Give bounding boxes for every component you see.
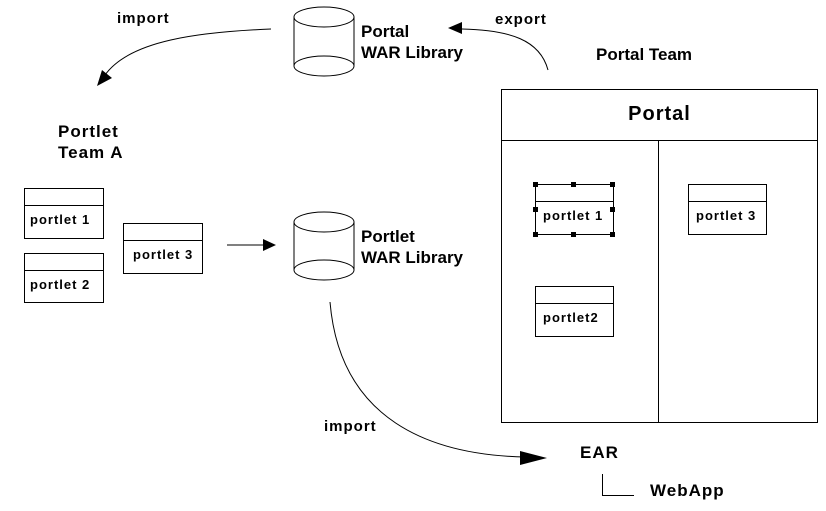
portlet-war-library-line1: Portlet [361, 227, 415, 246]
team-a-portlet-1[interactable]: portlet 1 [24, 188, 104, 239]
import-top-arrow [104, 28, 272, 76]
resize-handle-ne[interactable] [610, 182, 615, 187]
portlet-title-bar [689, 185, 766, 202]
portal-team-label: Portal Team [596, 45, 693, 64]
team-a-portlet-2[interactable]: portlet 2 [24, 253, 104, 303]
portal-war-library-cylinder [293, 6, 355, 77]
portlet-title-bar [25, 189, 103, 206]
portlet-title-bar [124, 224, 202, 241]
import-bottom-label: import [324, 418, 377, 435]
webapp-label: WebApp [650, 481, 725, 500]
import-top-label: import [117, 10, 170, 27]
portlet-name: portlet2 [543, 310, 599, 325]
export-label: export [495, 11, 547, 28]
portal-war-library-line2: WAR Library [361, 43, 464, 63]
team-a-portlet-3[interactable]: portlet 3 [123, 223, 203, 274]
portlet-team-a-line2: Team A [58, 143, 124, 163]
portlet-name: portlet 1 [543, 208, 604, 223]
resize-handle-s[interactable] [571, 232, 576, 237]
portlet-title-bar [536, 287, 613, 304]
export-arrow [461, 28, 549, 71]
portal-portlet-1-selected[interactable]: portlet 1 [535, 184, 614, 235]
portlet-team-a-line1: Portlet [58, 122, 119, 141]
portlet-team-a-label: Portlet Team A [58, 121, 124, 164]
portal-portlet-2[interactable]: portlet2 [535, 286, 614, 337]
portlet-war-library-line2: WAR Library [361, 248, 464, 268]
resize-handle-w[interactable] [533, 207, 538, 212]
ear-webapp-connector [602, 474, 634, 496]
portlet-title-bar [536, 185, 613, 202]
portlet-war-library-label: Portlet WAR Library [361, 226, 463, 269]
resize-handle-nw[interactable] [533, 182, 538, 187]
resize-handle-n[interactable] [571, 182, 576, 187]
resize-handle-e[interactable] [610, 207, 615, 212]
deploy-arrowhead [263, 239, 276, 251]
resize-handle-sw[interactable] [533, 232, 538, 237]
portlet-name: portlet 3 [133, 247, 194, 262]
import-bottom-arrow [329, 301, 526, 458]
portlet-name: portlet 1 [30, 212, 91, 227]
export-arrowhead [448, 22, 462, 34]
portal-portlet-3[interactable]: portlet 3 [688, 184, 767, 235]
portlet-name: portlet 3 [696, 208, 757, 223]
portal-frame [501, 89, 818, 423]
portlet-title-bar [25, 254, 103, 271]
import-bottom-arrowhead [520, 451, 547, 465]
portlet-name: portlet 2 [30, 277, 91, 292]
portal-war-library-label: Portal WAR Library [361, 21, 463, 64]
portal-title: Portal [628, 103, 691, 125]
ear-label: EAR [580, 443, 619, 462]
import-top-arrowhead [97, 70, 112, 86]
portal-war-library-line1: Portal [361, 22, 410, 41]
resize-handle-se[interactable] [610, 232, 615, 237]
portlet-war-library-cylinder [293, 211, 355, 281]
